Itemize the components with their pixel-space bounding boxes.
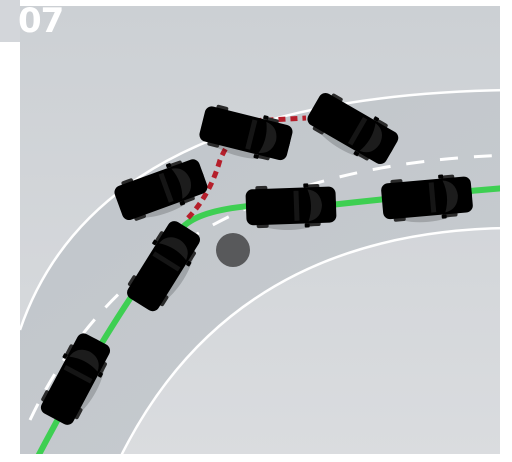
step-number: 07	[18, 3, 63, 39]
frame-right	[500, 0, 512, 462]
frame-left	[0, 0, 20, 462]
step-number-tab	[0, 0, 20, 42]
frame-top	[0, 0, 512, 6]
apex-marker-icon	[216, 233, 250, 267]
frame-bottom	[0, 454, 512, 462]
